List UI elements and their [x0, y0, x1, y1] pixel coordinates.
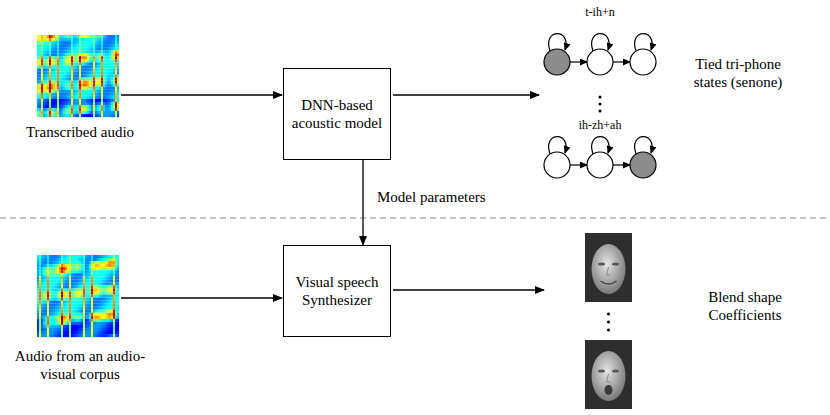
- face-renders: [545, 228, 665, 412]
- process-box: Visual speech Synthesizer: [283, 245, 391, 337]
- caption-text: Transcribed audio: [10, 123, 150, 141]
- separator-line: [0, 217, 830, 218]
- triphone-label: ih-zh+ah: [568, 118, 632, 132]
- box-label: Visual speech Synthesizer: [288, 273, 386, 309]
- caption-text: Tied tri-phone states (senone): [690, 55, 786, 91]
- flow-arrow: [121, 94, 282, 95]
- flow-arrow: [393, 94, 539, 95]
- spectrogram: [37, 255, 119, 337]
- caption-text: Audio from an audio-visual corpus: [10, 347, 150, 383]
- output-group: t-ih+n ih-zh+ah Tied tri-phone states (sen…: [540, 5, 800, 195]
- caption-text: Blend shape Coefficients: [695, 288, 795, 324]
- output-group: Blend shape Coefficients: [545, 228, 800, 412]
- spectrogram: [37, 35, 119, 117]
- flow-arrow: [393, 289, 544, 290]
- triphone-label: t-ih+n: [573, 5, 627, 19]
- edge-label: Model parameters: [375, 188, 488, 206]
- audio-input: Transcribed audio: [0, 35, 160, 175]
- box-label: DNN-based acoustic model: [288, 96, 386, 132]
- process-box: DNN-based acoustic model: [283, 68, 391, 160]
- audio-input: Audio from an audio-visual corpus: [0, 255, 160, 405]
- flow-arrow: [121, 297, 282, 298]
- flow-arrow: [362, 160, 363, 245]
- hmm-states: [540, 5, 700, 195]
